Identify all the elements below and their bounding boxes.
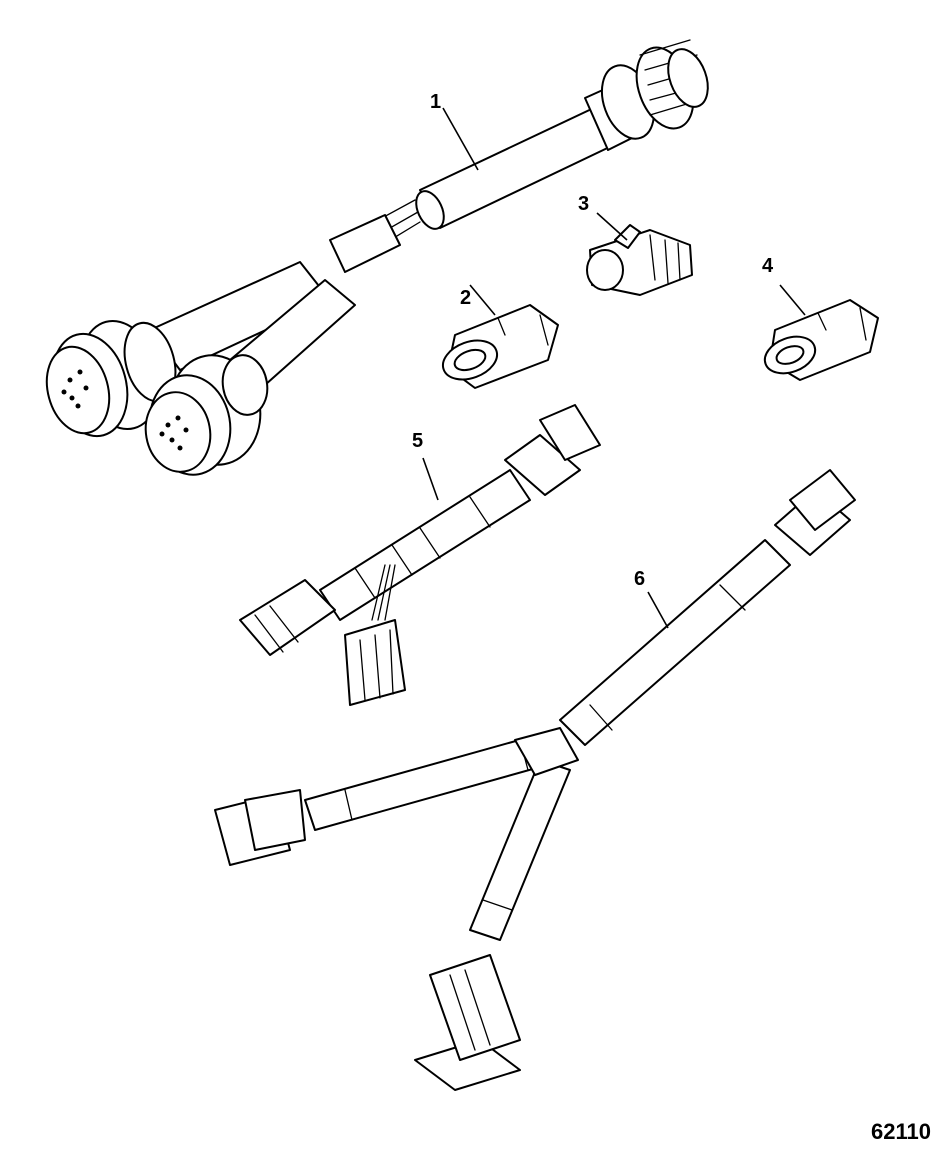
- callout-1: 1: [430, 91, 441, 113]
- part-5-harness: [239, 404, 601, 706]
- callout-3: 3: [578, 193, 589, 215]
- part-6-y-harness: [214, 469, 856, 1091]
- callout-6: 6: [634, 568, 645, 590]
- figure-id: 62110: [871, 1119, 931, 1144]
- callout-5: 5: [412, 430, 423, 452]
- part-4-connector: [763, 284, 879, 381]
- callout-2: 2: [460, 287, 471, 309]
- part-3-connector: [586, 212, 693, 296]
- part-2-connector: [441, 284, 559, 389]
- callout-4: 4: [762, 255, 774, 277]
- part-1-y-adapter-harness: [45, 39, 709, 476]
